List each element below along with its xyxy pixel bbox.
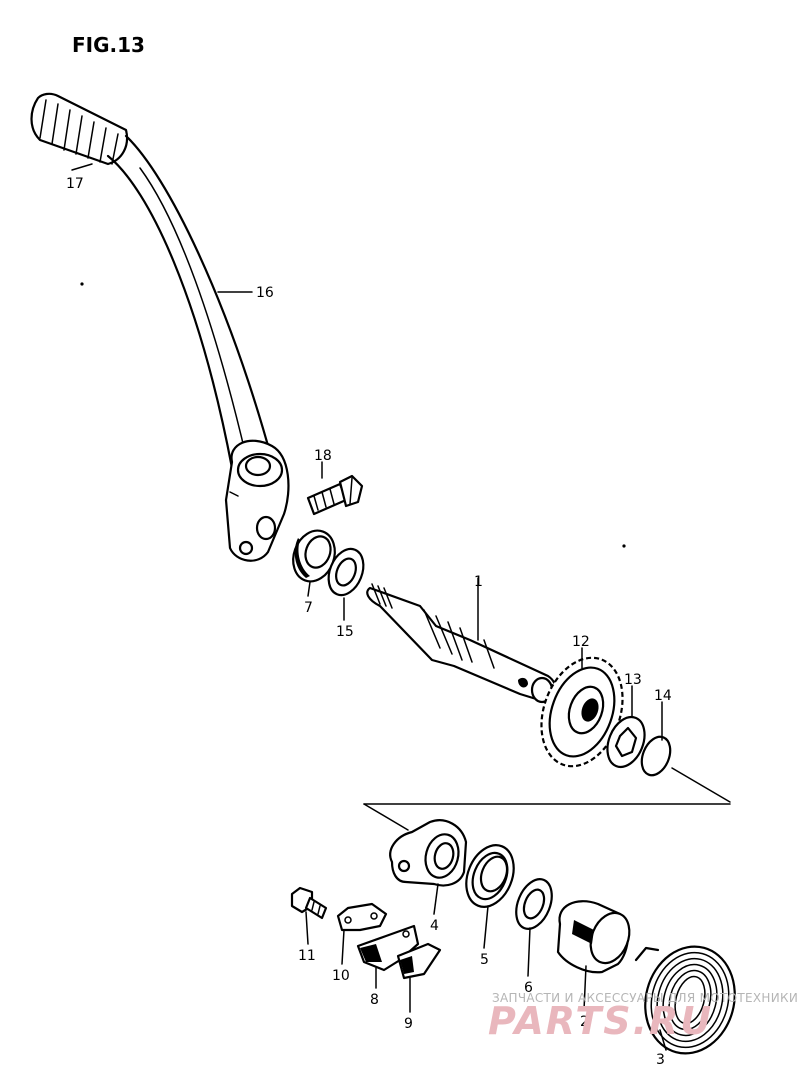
label-10: 10 (332, 968, 350, 984)
kick-lever-arm (106, 134, 290, 562)
watermark-tagline: ЗАПЧАСТИ И АКСЕССУАРЫ ДЛЯ МОТОТЕХНИКИ (492, 991, 798, 1005)
return-spring (634, 945, 736, 1055)
scan-dot (80, 282, 84, 286)
scan-dot (622, 544, 626, 548)
label-8: 8 (370, 992, 379, 1008)
leader-lines (71, 163, 667, 1051)
label-17: 17 (66, 176, 84, 192)
watermark-logo: PARTS.RU (488, 999, 713, 1043)
label-7: 7 (304, 600, 313, 616)
lock-plate (336, 902, 388, 932)
washer-15 (327, 547, 365, 597)
label-14: 14 (654, 688, 672, 704)
washer-6 (515, 878, 553, 930)
label-3: 3 (656, 1052, 665, 1068)
spring-ring (465, 844, 515, 908)
lever-bolt (306, 474, 364, 516)
gear-washer (606, 715, 646, 769)
kick-starter-shaft (366, 583, 558, 704)
kick-guide (389, 819, 468, 887)
label-15: 15 (336, 624, 354, 640)
figure-title: FIG.13 (72, 33, 145, 57)
label-18: 18 (314, 448, 332, 464)
label-13: 13 (624, 672, 642, 688)
stopper-plate (396, 942, 442, 980)
label-11: 11 (298, 948, 316, 964)
part-labels: 17 16 18 7 15 1 12 13 14 4 5 6 2 3 11 10… (66, 176, 672, 1068)
label-4: 4 (430, 918, 439, 934)
label-9: 9 (404, 1016, 413, 1032)
label-12: 12 (572, 634, 590, 650)
label-5: 5 (480, 952, 489, 968)
stopper-bolt (290, 886, 328, 920)
circlip (640, 735, 672, 777)
label-16: 16 (256, 285, 274, 301)
watermark: ЗАПЧАСТИ И АКСЕССУАРЫ ДЛЯ МОТОТЕХНИКИ PA… (488, 991, 798, 1043)
kick-starter-gear (540, 656, 624, 768)
separation-line (363, 767, 731, 831)
label-1: 1 (474, 574, 483, 590)
label-2: 2 (580, 1014, 589, 1030)
spring-guide (556, 900, 631, 974)
label-6: 6 (524, 980, 533, 996)
kick-grip (30, 92, 129, 166)
